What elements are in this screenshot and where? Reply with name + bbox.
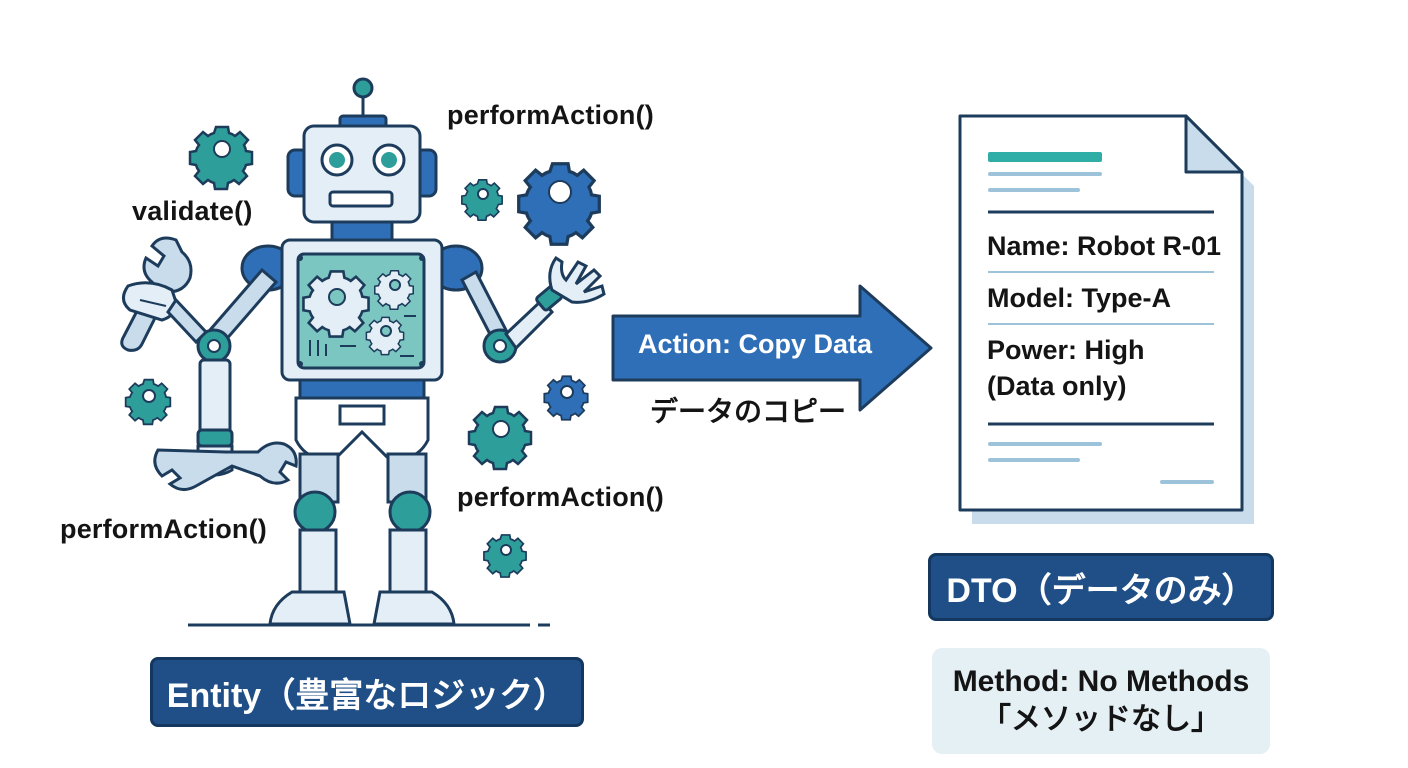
robot-mouth xyxy=(328,190,394,208)
dto-field-power: Power: High xyxy=(987,335,1145,365)
wrench-bottom xyxy=(153,441,298,491)
robot-hand-right xyxy=(548,255,606,304)
gear-icon xyxy=(461,179,503,221)
antenna-ball xyxy=(352,77,374,99)
arrow-label: Action: Copy Data xyxy=(638,329,873,359)
method-label-perform-action-right: performAction() xyxy=(457,482,664,512)
gear-icon xyxy=(188,125,254,191)
method-label-perform-action-left: performAction() xyxy=(60,514,267,544)
entity-badge: Entity（豊富なロジック） xyxy=(150,657,584,727)
dto-badge: DTO（データのみ） xyxy=(928,553,1274,621)
dto-document xyxy=(958,114,1254,524)
gear-icon xyxy=(517,162,601,246)
dto-field-model: Model: Type-A xyxy=(987,283,1171,313)
gear-icon xyxy=(483,534,527,578)
method-label-validate: validate() xyxy=(132,196,253,226)
dto-method-note-line1: Method: No Methods xyxy=(952,665,1250,698)
dto-method-note-line2: 「メソッドなし」 xyxy=(981,703,1221,736)
copy-arrow xyxy=(611,284,933,412)
dto-field-name: Name: Robot R-01 xyxy=(987,231,1222,261)
dto-field-note: (Data only) xyxy=(987,371,1127,401)
method-label-perform-action-top: performAction() xyxy=(447,100,654,130)
dto-method-note: Method: No Methods 「メソッドなし」 xyxy=(932,648,1270,754)
robot-head xyxy=(302,124,422,224)
arrow-sublabel: データのコピー xyxy=(650,396,847,427)
robot-knee-right xyxy=(388,490,432,534)
robot-knee-left xyxy=(293,490,337,534)
gear-icon xyxy=(467,405,533,471)
